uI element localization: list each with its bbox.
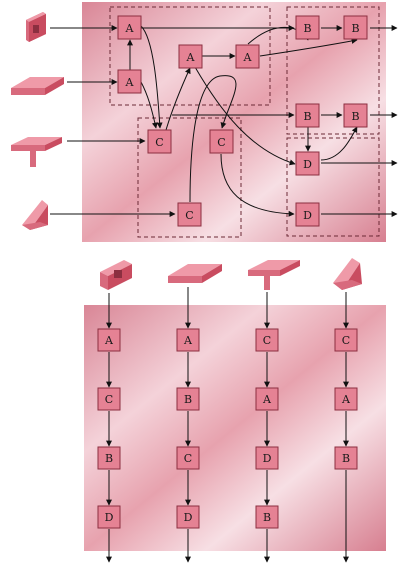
line-node: C bbox=[255, 328, 279, 352]
node-label: C bbox=[185, 209, 193, 222]
node-b1: B bbox=[295, 15, 320, 40]
department-b-box bbox=[286, 6, 380, 135]
department-d-box bbox=[286, 137, 380, 237]
line-node: C bbox=[176, 446, 200, 470]
plate-icon bbox=[11, 77, 64, 95]
tee-icon bbox=[11, 137, 62, 167]
node-d1: D bbox=[295, 151, 320, 176]
node-label: B bbox=[342, 452, 350, 465]
line-node: B bbox=[97, 446, 121, 470]
product-line-4: C A B bbox=[334, 292, 358, 563]
node-a1: A bbox=[117, 15, 142, 40]
line-node: D bbox=[176, 505, 200, 529]
node-label: B bbox=[184, 393, 192, 406]
line-node: D bbox=[97, 505, 121, 529]
node-label: B bbox=[303, 110, 311, 123]
node-label: A bbox=[125, 76, 135, 89]
line-node: A bbox=[176, 328, 200, 352]
node-label: D bbox=[303, 158, 312, 171]
node-label: A bbox=[186, 51, 196, 64]
node-label: A bbox=[104, 334, 114, 347]
node-label: B bbox=[351, 110, 359, 123]
node-label: C bbox=[217, 136, 225, 149]
line-node: B bbox=[334, 446, 358, 470]
node-a2: A bbox=[117, 69, 142, 94]
node-label: D bbox=[184, 511, 193, 524]
product-line-3: C A D B bbox=[255, 292, 279, 563]
line-node: A bbox=[97, 328, 121, 352]
node-label: D bbox=[263, 452, 272, 465]
node-c3: C bbox=[177, 202, 202, 227]
node-label: A bbox=[125, 22, 135, 35]
node-b4: B bbox=[343, 103, 368, 128]
node-label: D bbox=[303, 209, 312, 222]
node-d2: D bbox=[295, 202, 320, 227]
node-label: B bbox=[263, 511, 271, 524]
node-label: B bbox=[351, 22, 359, 35]
node-c2: C bbox=[209, 129, 234, 154]
node-c1: C bbox=[147, 129, 172, 154]
line-node: C bbox=[97, 387, 121, 411]
node-a3: A bbox=[178, 44, 203, 69]
node-label: C bbox=[342, 334, 350, 347]
wedge-icon bbox=[22, 200, 48, 230]
node-a4: A bbox=[235, 44, 260, 69]
department-c-box bbox=[137, 117, 242, 238]
node-label: C bbox=[155, 136, 163, 149]
node-label: C bbox=[184, 452, 192, 465]
line-node: D bbox=[255, 446, 279, 470]
node-label: A bbox=[243, 51, 253, 64]
node-b2: B bbox=[343, 15, 368, 40]
node-label: D bbox=[105, 511, 114, 524]
node-label: A bbox=[341, 393, 351, 406]
node-label: C bbox=[105, 393, 113, 406]
block-icon bbox=[26, 12, 46, 42]
line-node: B bbox=[176, 387, 200, 411]
product-line-2: A B C D bbox=[176, 287, 200, 563]
line-node: C bbox=[334, 328, 358, 352]
line-node: A bbox=[255, 387, 279, 411]
block-icon bbox=[100, 260, 132, 290]
plate-icon bbox=[168, 264, 222, 283]
node-label: A bbox=[262, 393, 272, 406]
department-a-box bbox=[109, 6, 271, 106]
line-node: A bbox=[334, 387, 358, 411]
node-label: B bbox=[303, 22, 311, 35]
node-label: A bbox=[183, 334, 193, 347]
node-label: C bbox=[263, 334, 271, 347]
node-b3: B bbox=[295, 103, 320, 128]
node-label: B bbox=[105, 452, 113, 465]
flow-arrows bbox=[127, 25, 398, 217]
tee-icon bbox=[248, 260, 300, 290]
wedge-icon bbox=[333, 258, 362, 290]
product-line-1: A C B D bbox=[97, 293, 121, 563]
line-node: B bbox=[255, 505, 279, 529]
